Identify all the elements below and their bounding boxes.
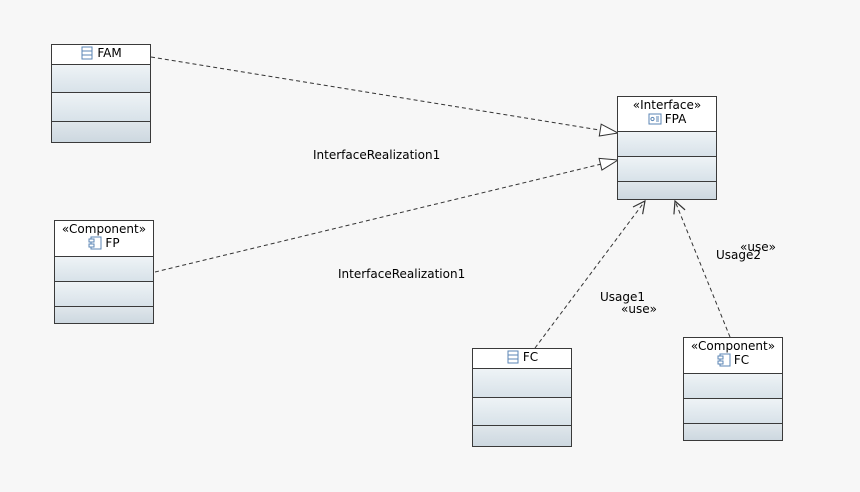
interface-fpa-header: «Interface» FPA <box>618 97 716 132</box>
interface-fpa-attributes <box>618 132 716 157</box>
interface-fpa-name: FPA <box>664 112 687 126</box>
class-icon <box>507 350 519 364</box>
class-fc-attributes <box>473 369 571 398</box>
class-fam-name: FAM <box>97 46 122 60</box>
usage2-label: Usage2 <box>716 248 762 262</box>
component-fc[interactable]: «Component» FC <box>683 337 783 441</box>
usage1-stereotype: «use» <box>621 302 657 316</box>
class-fc-name: FC <box>522 350 539 364</box>
component-fc-name: FC <box>733 353 750 367</box>
component-fp-operations <box>55 282 153 307</box>
usage2-fc-component-to-fpa[interactable] <box>675 201 731 338</box>
component-fc-operations <box>684 399 782 424</box>
realization-fp-to-fpa[interactable] <box>154 160 618 273</box>
interface-fpa[interactable]: «Interface» FPA <box>617 96 717 200</box>
class-icon <box>81 46 93 60</box>
interface-icon <box>648 113 662 125</box>
class-fc[interactable]: FC <box>472 348 572 447</box>
usage2-stereotype: «use» <box>740 240 776 254</box>
class-fam-nested <box>52 122 150 142</box>
component-fc-header: «Component» FC <box>684 338 782 374</box>
component-fc-attributes <box>684 374 782 399</box>
interface-fpa-nested <box>618 182 716 199</box>
component-fp-stereotype: «Component» <box>61 222 147 236</box>
class-fc-operations <box>473 398 571 426</box>
component-icon <box>717 353 731 367</box>
realization-fam-label: InterfaceRealization1 <box>313 148 441 162</box>
realization-fam-to-fpa[interactable] <box>150 56 618 133</box>
class-fc-nested <box>473 426 571 446</box>
class-fam[interactable]: FAM <box>51 44 151 143</box>
class-fam-attributes <box>52 65 150 93</box>
realization-fp-label: InterfaceRealization1 <box>338 267 466 281</box>
usage1-fc-to-fpa[interactable] <box>534 201 645 349</box>
component-fp-header: «Component» FP <box>55 221 153 257</box>
class-fam-operations <box>52 93 150 122</box>
component-fp-attributes <box>55 257 153 282</box>
component-fc-stereotype: «Component» <box>690 339 776 353</box>
component-icon <box>88 236 102 250</box>
interface-fpa-operations <box>618 157 716 182</box>
class-fam-header: FAM <box>52 45 150 65</box>
class-fc-header: FC <box>473 349 571 369</box>
component-fp-name: FP <box>105 236 120 250</box>
component-fp[interactable]: «Component» FP <box>54 220 154 324</box>
component-fc-nested <box>684 424 782 440</box>
component-fp-nested <box>55 307 153 323</box>
interface-fpa-stereotype: «Interface» <box>632 98 702 112</box>
usage1-label: Usage1 <box>600 290 646 304</box>
